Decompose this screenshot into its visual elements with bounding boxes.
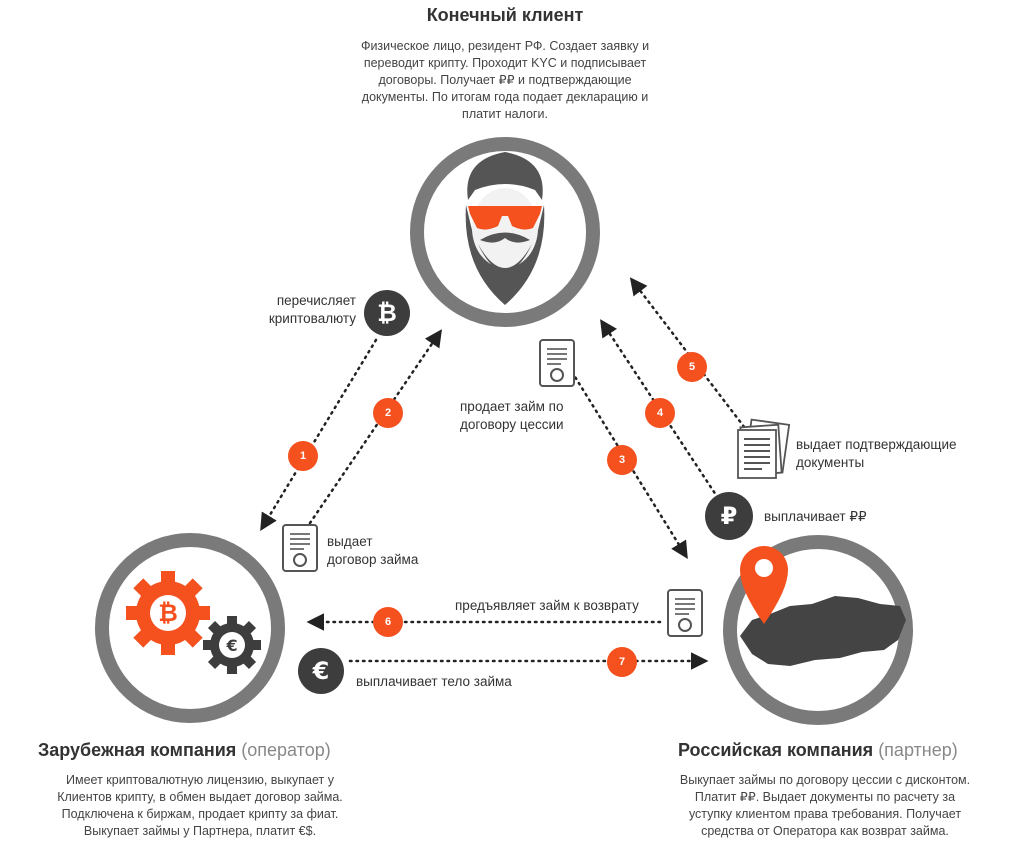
client-title: Конечный клиент bbox=[426, 5, 584, 25]
ruble-icon: ₽ bbox=[705, 492, 753, 540]
flow-arrows bbox=[260, 277, 750, 670]
step-badge-4: 4 bbox=[645, 398, 675, 428]
label-issue-loan: выдает договор займа bbox=[327, 534, 419, 567]
operator-gears: ₿ € bbox=[95, 533, 285, 723]
loan-contract-icon bbox=[282, 524, 318, 572]
client-description: Физическое лицо, резидент РФ. Создает за… bbox=[360, 39, 650, 121]
step-badge-7: 7 bbox=[607, 647, 637, 677]
label-pay-body: выплачивает тело займа bbox=[356, 674, 512, 689]
euro-icon: € bbox=[298, 648, 344, 694]
step-badge-5: 5 bbox=[677, 352, 707, 382]
operator-title: Зарубежная компания (оператор) bbox=[38, 740, 331, 760]
client-avatar bbox=[410, 137, 600, 327]
label-pay-rub: выплачивает ₽₽ bbox=[764, 509, 867, 524]
svg-text:₿: ₿ bbox=[158, 599, 178, 627]
cession-contract-icon bbox=[539, 339, 575, 387]
loan-return-contract-icon bbox=[667, 589, 703, 637]
step-badge-1: 1 bbox=[288, 441, 318, 471]
step-badge-3: 3 bbox=[607, 445, 637, 475]
label-transfer-crypto: перечисляет криптовалюту bbox=[268, 293, 356, 326]
label-sell-loan: продает займ по договору цессии bbox=[460, 399, 564, 432]
svg-text:€: € bbox=[225, 636, 237, 655]
partner-title: Российская компания (партнер) bbox=[678, 740, 958, 760]
label-issue-docs: выдает подтверждающие документы bbox=[796, 437, 957, 470]
operator-description: Имеет криптовалютную лицензию, выкупает … bbox=[57, 773, 343, 838]
step-badge-6: 6 bbox=[373, 607, 403, 637]
partner-description: Выкупает займы по договору цессии с диск… bbox=[679, 773, 971, 838]
documents-stack-icon bbox=[737, 418, 791, 479]
label-present-loan: предъявляет займ к возврату bbox=[455, 598, 639, 613]
bitcoin-icon: ₿ bbox=[364, 290, 410, 336]
step-badge-2: 2 bbox=[373, 398, 403, 428]
partner-map bbox=[723, 535, 913, 725]
